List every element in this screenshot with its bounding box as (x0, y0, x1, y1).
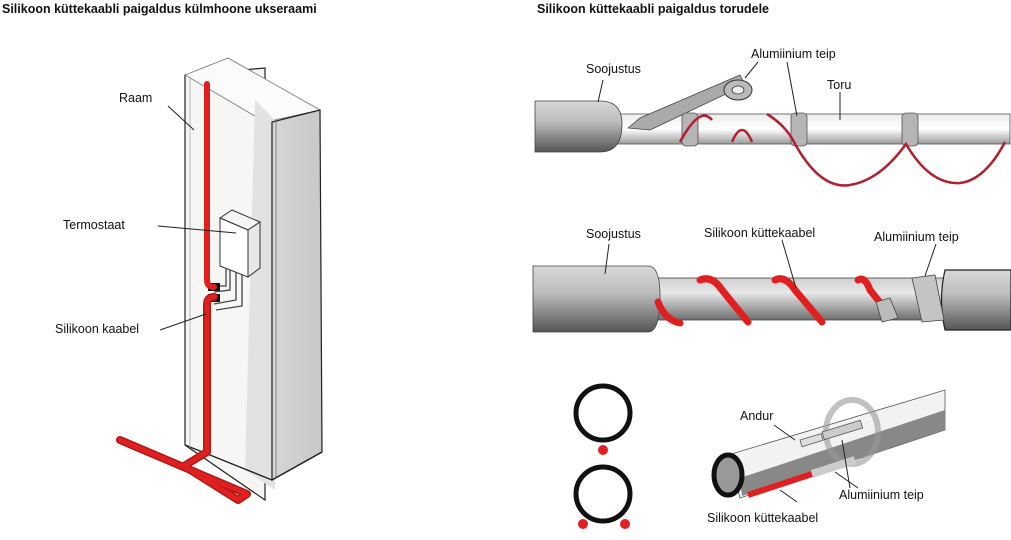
insulation-right (940, 269, 1011, 331)
aluminium-tape-patch (875, 297, 899, 323)
label-insulation-1: Soojustus (586, 62, 641, 76)
insulation (534, 100, 623, 153)
label-heating-cable-2: Silikoon küttekaabel (704, 226, 816, 240)
sensor (799, 433, 824, 448)
heating-cable (678, 112, 1007, 187)
aluminium-tape-band (681, 112, 699, 147)
leader-kaabel-2 (781, 239, 797, 289)
left-panel-title: Silikoon küttekaabli paigaldus külmhoone… (2, 2, 317, 16)
aluminium-tape-wrap (911, 274, 945, 323)
leader-teip-3a (841, 439, 851, 489)
label-aluminium-tape-2: Alumiinium teip (874, 230, 959, 244)
leader-silikoon-kaabel (159, 313, 207, 331)
label-thermostat: Termostaat (63, 218, 125, 232)
aluminium-tape-band (901, 112, 919, 147)
pipe-diagram-3 (711, 389, 946, 499)
cross-section-one-cable (573, 383, 633, 455)
leader-kaabel-3 (779, 489, 798, 503)
pipe-end (711, 452, 745, 498)
leader-soojustus-1 (597, 79, 604, 103)
label-aluminium-tape-1: Alumiinium teip (751, 47, 836, 61)
right-panel-title: Silikoon küttekaabli paigaldus torudele (537, 2, 769, 16)
leader-teip-2 (924, 243, 937, 277)
leader-andur (773, 424, 796, 441)
leader-soojustus-2 (604, 243, 610, 275)
leader-teip-1b (786, 61, 798, 117)
thermostat-wires (213, 268, 243, 311)
frame-shadow (245, 100, 275, 490)
label-aluminium-tape-3: Alumiinium teip (839, 488, 924, 502)
label-cable: Silikoon kaabel (55, 322, 140, 336)
leader-teip-1a (744, 61, 759, 79)
label-insulation-2: Soojustus (586, 227, 641, 241)
frame-heating-cable (116, 81, 251, 504)
leader-teip-3b (834, 471, 859, 489)
leader-raam (167, 105, 195, 131)
leader-termostaat (157, 225, 237, 234)
label-pipe: Toru (827, 78, 852, 92)
label-sensor: Andur (740, 409, 774, 423)
frame-side-face (271, 109, 323, 482)
cross-section-two-cables (573, 464, 633, 529)
pipe-diagram-1 (534, 74, 1011, 187)
aluminium-tape-band (790, 112, 808, 147)
heating-cable (747, 471, 813, 498)
pipe-diagram-2 (532, 265, 1011, 333)
insulation-left (532, 265, 661, 333)
label-heating-cable-3: Silikoon küttekaabel (707, 511, 819, 525)
label-frame: Raam (119, 91, 153, 105)
spiral-heating-cable (654, 275, 886, 327)
